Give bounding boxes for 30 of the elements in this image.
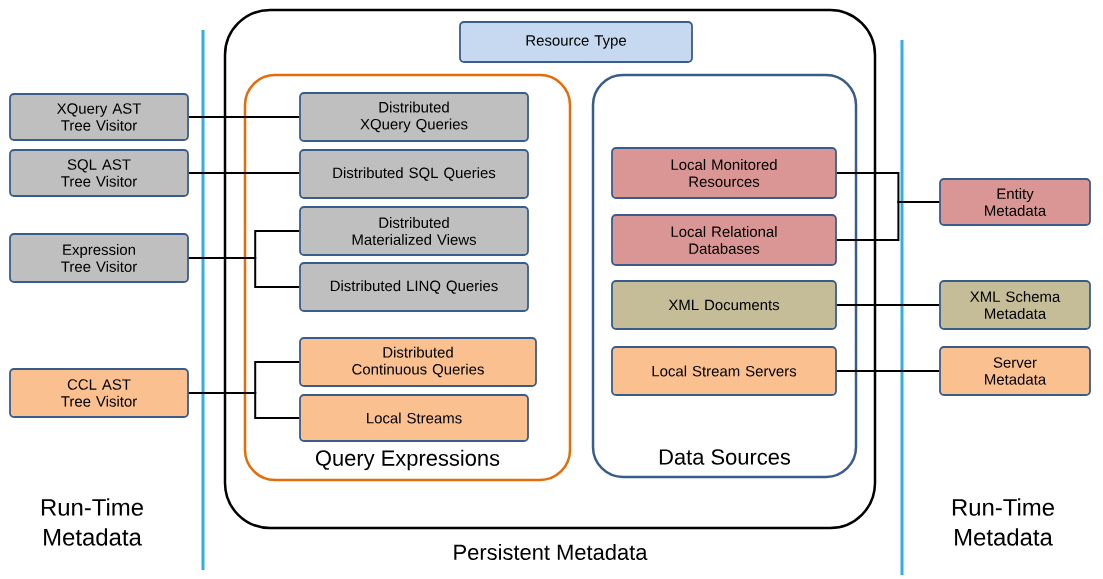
process-box: Distributed LINQ Queries [299, 262, 529, 312]
connector [187, 116, 301, 118]
process-box: XML Documents [611, 280, 837, 330]
process-box: Entity Metadata [939, 178, 1091, 226]
process-box: Server Metadata [939, 346, 1091, 396]
connector [835, 370, 941, 372]
side-label: Run-Time Metadata [41, 498, 143, 546]
connector [187, 392, 301, 419]
container-title: Persistent Metadata [454, 543, 648, 561]
process-box: Local Stream Servers [611, 346, 837, 396]
process-box: XML Schema Metadata [939, 280, 1091, 330]
process-box: SQL AST Tree Visitor [9, 149, 189, 197]
process-box: Local Relational Databases [611, 214, 837, 266]
connector [187, 172, 301, 174]
process-box: Resource Type [459, 21, 693, 63]
process-box: CCL AST Tree Visitor [9, 368, 189, 418]
container-title: Query Expressions [315, 449, 500, 471]
process-box: Local Monitored Resources [611, 147, 837, 199]
connector [835, 201, 941, 241]
process-box: Distributed Materialized Views [299, 206, 529, 256]
connector [835, 304, 941, 306]
connector [187, 257, 301, 288]
process-box: Distributed XQuery Queries [299, 92, 529, 142]
process-box: XQuery AST Tree Visitor [9, 93, 189, 141]
process-box: Distributed SQL Queries [299, 149, 529, 199]
process-box: Expression Tree Visitor [9, 233, 189, 283]
process-box: Distributed Continuous Queries [299, 337, 537, 387]
process-box: Local Streams [299, 394, 529, 442]
container-title: Data Sources [659, 449, 791, 465]
side-label: Run-Time Metadata [952, 498, 1054, 546]
